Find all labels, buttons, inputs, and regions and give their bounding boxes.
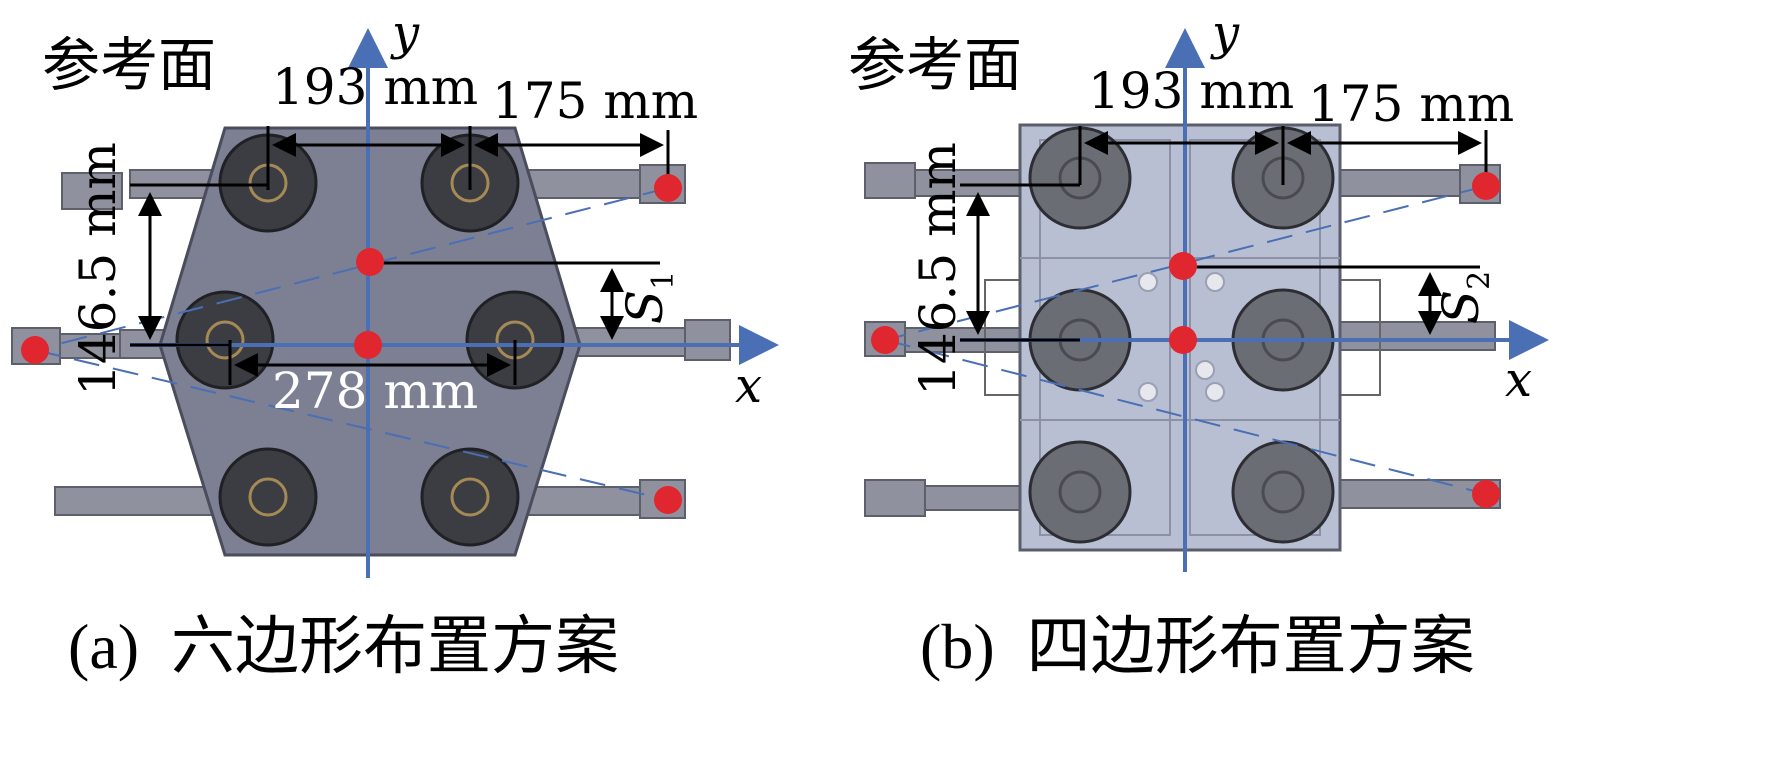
panel-a-hexagon-layout [11, 28, 779, 578]
marker [1169, 252, 1197, 280]
panel-b-support-lines [884, 185, 1487, 495]
panel-a-reference-label: 参考面 [42, 31, 217, 99]
marker [1472, 172, 1500, 200]
panel-b-reference-label: 参考面 [848, 31, 1023, 99]
wheel [420, 447, 520, 547]
panel-a-caption: (a) 六边形布置方案 [68, 611, 620, 682]
panel-a-dimensions [130, 126, 670, 385]
wheel [1028, 440, 1132, 544]
panel-b-y-axis-label: y [1212, 5, 1240, 61]
marker [1169, 326, 1197, 354]
panel-b-rectangle-layout [864, 28, 1549, 572]
marker [654, 174, 682, 202]
marker [1472, 480, 1500, 508]
panel-b-dimensions [960, 126, 1488, 342]
panel-b-dim-146: 146.5 mm [909, 142, 967, 396]
marker [871, 326, 899, 354]
panel-a-x-axis-label: x [735, 358, 763, 414]
panel-a-dim-193: 193 mm [272, 58, 479, 116]
s-subscript: 1 [646, 270, 682, 290]
panel-a-dim-278: 278 mm [272, 362, 479, 420]
panel-b-x-axis-label: x [1505, 352, 1533, 408]
marker [356, 248, 384, 276]
wheel [218, 447, 318, 547]
wheel [175, 290, 275, 390]
panel-b-holes [1138, 272, 1225, 402]
s-symbol: S [1432, 289, 1491, 325]
marker [354, 331, 382, 359]
wheel [1231, 440, 1335, 544]
s-subscript: 2 [1462, 270, 1498, 290]
panel-a-dim-146: 146.5 mm [69, 142, 127, 396]
panel-a-dim-175: 175 mm [492, 72, 699, 130]
panel-a-y-axis-label: y [392, 5, 420, 61]
panel-b-caption: (b) 四边形布置方案 [920, 611, 1475, 682]
marker [654, 486, 682, 514]
panel-b-s2-label: S2 [1432, 271, 1497, 324]
panel-b-dim-175: 175 mm [1308, 75, 1515, 133]
s-symbol: S [616, 289, 675, 325]
marker [21, 336, 49, 364]
panel-b-dim-193: 193 mm [1088, 62, 1295, 120]
panel-a-markers [21, 174, 682, 514]
panel-a-s1-label: S1 [616, 271, 681, 324]
panel-b-markers [871, 172, 1500, 508]
